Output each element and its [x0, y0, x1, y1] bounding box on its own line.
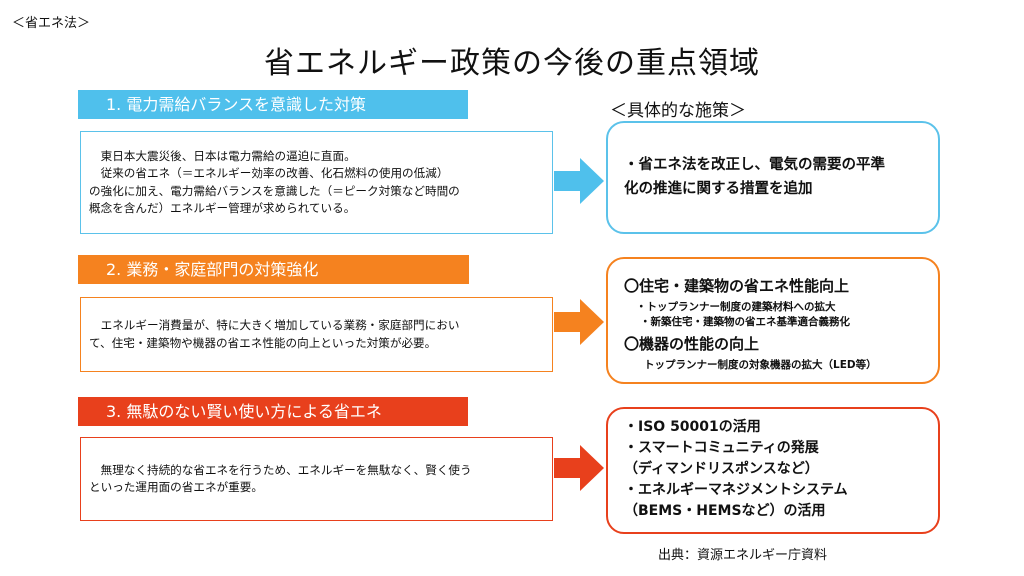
area-2-description-text: エネルギー消費量が、特に大きく増加している業務・家庭部門におい て、住宅・建築物…	[89, 318, 460, 350]
area-1-arrow-icon	[554, 158, 604, 204]
area-3-description-text: 無理なく持続的な省エネを行うため、エネルギーを無駄なく、賢く使う といった運用面…	[89, 462, 472, 495]
area-2-header: 2. 業務・家庭部門の対策強化	[78, 255, 469, 284]
area-2-arrow-icon	[554, 299, 604, 345]
area-1-description: 東日本大震災後、日本は電力需給の逼迫に直面。 従来の省エネ（＝エネルギー効率の改…	[80, 131, 553, 234]
area-3-measures-text: ・ISO 50001の活用 ・スマートコミュニティの発展 （ディマンドリスポンス…	[624, 419, 848, 519]
area-2-measure-heading-equipment: 〇機器の性能の向上	[624, 335, 760, 353]
area-2-measure-item-toprunner: トップランナー制度の対象機器の拡大（LED等）	[644, 359, 877, 371]
area-1-header: 1. 電力需給バランスを意識した対策	[78, 90, 468, 119]
measures-heading: ＜具体的な施策＞	[610, 101, 746, 121]
area-3-arrow-icon	[554, 445, 604, 491]
area-1-measures-text: ・省エネ法を改正し、電気の需要の平準 化の推進に関する措置を追加	[624, 157, 885, 197]
area-2-measure-item-standards: ・新築住宅・建築物の省エネ基準適合義務化	[640, 316, 850, 328]
area-1-description-text: 東日本大震災後、日本は電力需給の逼迫に直面。 従来の省エネ（＝エネルギー効率の改…	[89, 148, 460, 216]
area-3-header: 3. 無駄のない賢い使い方による省エネ	[78, 397, 468, 426]
area-1-measures-box: ・省エネ法を改正し、電気の需要の平準 化の推進に関する措置を追加	[606, 121, 940, 234]
area-2-measure-heading-housing: 〇住宅・建築物の省エネ性能向上	[624, 277, 850, 295]
source-credit: 出典：資源エネルギー庁資料	[658, 548, 828, 563]
area-2-measure-item-materials: ・トップランナー制度の建築材料への拡大	[636, 301, 836, 313]
area-2-measures-box: 〇住宅・建築物の省エネ性能向上 ・トップランナー制度の建築材料への拡大 ・新築住…	[606, 257, 940, 384]
slide-title: 省エネルギー政策の今後の重点領域	[264, 46, 760, 81]
area-3-description: 無理なく持続的な省エネを行うため、エネルギーを無駄なく、賢く使う といった運用面…	[80, 437, 553, 521]
area-3-measures-box: ・ISO 50001の活用 ・スマートコミュニティの発展 （ディマンドリスポンス…	[606, 407, 940, 534]
section-tag: ＜省エネ法＞	[12, 16, 91, 31]
area-2-description: エネルギー消費量が、特に大きく増加している業務・家庭部門におい て、住宅・建築物…	[80, 297, 553, 372]
